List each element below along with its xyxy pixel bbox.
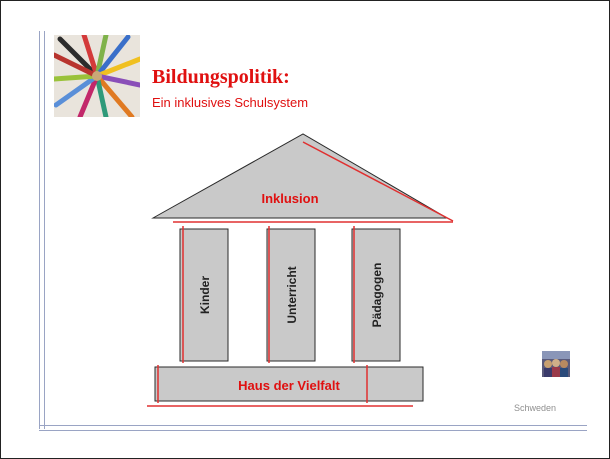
- photo-thumbnail-icon: [542, 351, 570, 377]
- frame-vertical-line: [39, 31, 45, 429]
- temple-base: Haus der Vielfalt: [147, 365, 424, 407]
- pillar-paedagogen: Pädagogen: [351, 226, 401, 363]
- colored-pencils-icon: [54, 35, 140, 117]
- pillar-label: Kinder: [198, 276, 212, 314]
- pillar-label: Pädagogen: [370, 263, 384, 328]
- base-label: Haus der Vielfalt: [238, 378, 340, 393]
- pillar-unterricht: Unterricht: [266, 226, 316, 363]
- roof-label: Inklusion: [261, 191, 318, 206]
- pillar-label: Unterricht: [285, 266, 299, 323]
- frame-horizontal-line: [39, 425, 587, 431]
- slide-title: Bildungspolitik:: [152, 66, 290, 88]
- temple-roof: Inklusion: [151, 133, 454, 223]
- footer-label: Schweden: [514, 403, 557, 413]
- temple-diagram: Inklusion Kinder Unterricht Pädagogen Ha…: [147, 133, 454, 407]
- pillar-kinder: Kinder: [179, 226, 229, 363]
- slide-subtitle: Ein inklusives Schulsystem: [152, 95, 309, 110]
